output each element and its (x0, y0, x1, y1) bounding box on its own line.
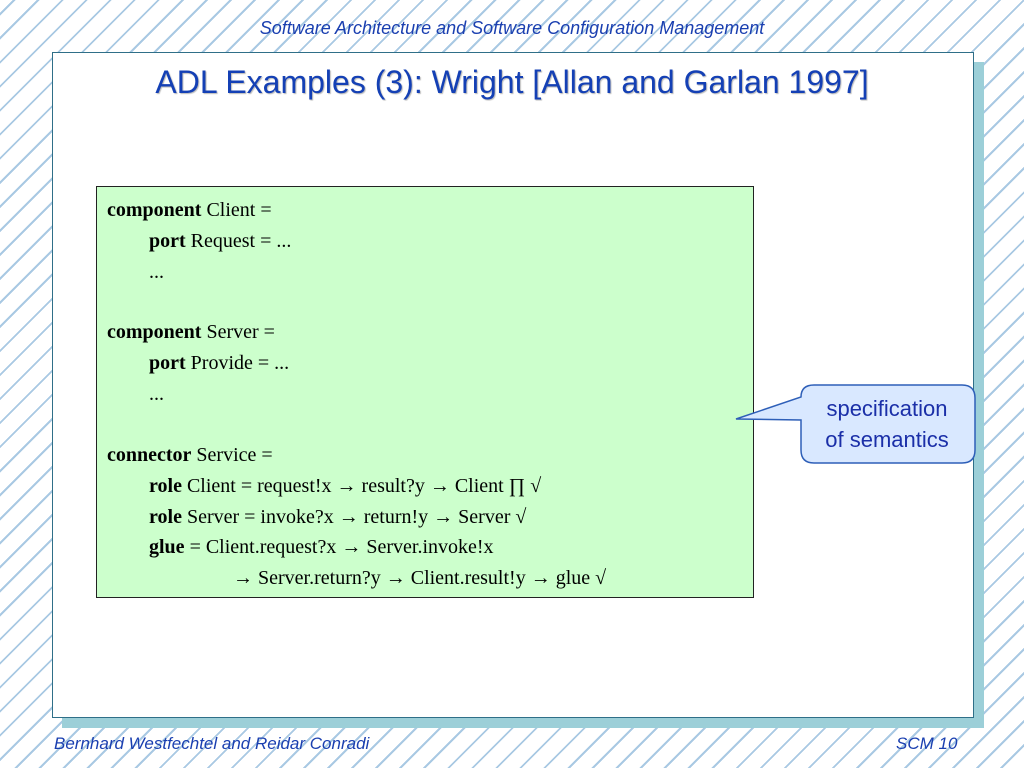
code-text: Provide = ... (185, 352, 290, 374)
code-text: Client = (201, 199, 272, 221)
slide-title: ADL Examples (3): Wright [Allan and Garl… (155, 64, 869, 100)
code-line-role-client: role Client = request!x → result?y → Cli… (149, 472, 541, 500)
code-text: = Client.request?x → Server.invoke!x (184, 536, 494, 558)
keyword-port: port (149, 352, 186, 374)
callout-line-2: of semantics (825, 427, 949, 452)
code-text: Server = invoke?x → return!y → Server √ (181, 506, 527, 528)
code-text: Service = (191, 444, 273, 466)
code-line-component-server: component Server = (107, 318, 275, 346)
code-line-connector-service: connector Service = (107, 441, 273, 469)
keyword-component: component (107, 321, 202, 343)
code-line-port-provide: port Provide = ... (149, 349, 289, 377)
keyword-glue: glue (149, 536, 185, 558)
code-text: Request = ... (185, 230, 292, 252)
code-line-glue-continuation: → Server.return?y → Client.result!y → gl… (233, 567, 607, 589)
code-line-ellipsis: ... (149, 383, 164, 405)
callout-line-1: specification (826, 396, 948, 421)
callout-text: specification of semantics (801, 393, 973, 455)
wright-code-box: component Client = port Request = ... ..… (96, 186, 754, 598)
keyword-connector: connector (107, 444, 192, 466)
code-line-role-server: role Server = invoke?x → return!y → Serv… (149, 503, 526, 531)
code-line-glue: glue = Client.request?x → Server.invoke!… (149, 533, 494, 561)
code-line-component-client: component Client = (107, 196, 272, 224)
code-line-port-request: port Request = ... (149, 227, 291, 255)
code-text: Server = (201, 321, 275, 343)
code-line-ellipsis: ... (149, 261, 164, 283)
course-header: Software Architecture and Software Confi… (259, 18, 765, 38)
footer-authors: Bernhard Westfechtel and Reidar Conradi (54, 734, 370, 753)
keyword-port: port (149, 230, 186, 252)
keyword-role: role (149, 475, 182, 497)
footer-page-number: SCM 10 (896, 734, 958, 753)
keyword-role: role (149, 506, 182, 528)
code-text: Client = request!x → result?y → Client ∏… (181, 475, 542, 497)
keyword-component: component (107, 199, 202, 221)
